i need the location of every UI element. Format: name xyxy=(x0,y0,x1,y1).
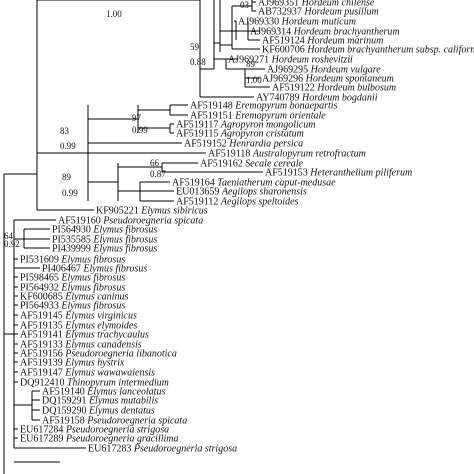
taxon-label: PI531609 Elymus fibrosus xyxy=(20,255,125,266)
taxon-label: PI564932 Elymus fibrosus xyxy=(20,283,125,294)
taxon-label: AF519135 Elymus elymoides xyxy=(20,321,137,332)
posterior-probability: 0.87 xyxy=(150,169,166,179)
taxon-label: AJ969330 Hordeum muticum xyxy=(238,17,356,28)
taxon-label: AJ969296 Hordeum spontaneum xyxy=(262,74,394,85)
taxon-label: AF519147 Elymus wawawaiensis xyxy=(20,368,155,379)
taxon-label: AF519133 Elymus canadensis xyxy=(20,340,142,351)
taxon-label: AF519156 Pseudoroegneria libanotica xyxy=(20,349,177,360)
taxon-label: AF519148 Eremopyrum bonaepartis xyxy=(190,101,338,112)
taxon-label: PI535585 Elymus fibrosus xyxy=(52,235,157,246)
taxon-label: PI439999 Elymus fibrosus xyxy=(52,244,157,255)
taxon-label: AJ969295 Hordeum vulgare xyxy=(267,65,381,76)
taxon-label: KF600685 Elymus caninus xyxy=(20,292,128,303)
taxon-label: AF519117 Agropyron mongolicum xyxy=(176,120,315,131)
taxon-label: AY740789 Hordeum bogdanii xyxy=(256,93,378,104)
taxon-label: KF905221 Elymus sibiricus xyxy=(96,206,208,217)
tree-branches xyxy=(3,0,270,474)
taxon-label: EU617284 Pseudoroegneria strigosa xyxy=(20,425,169,436)
taxon-label: KF600706 Hordeum brachyantherum subsp. c… xyxy=(262,45,474,56)
taxon-label: AF519122 Hordeum bulbosum xyxy=(272,83,396,94)
taxon-label: AF519153 Heteranthelium piliferum xyxy=(265,168,412,179)
taxon-label: AF519145 Elymus virginicus xyxy=(20,311,137,322)
taxon-label: AF519160 Pseudoroegneria spicata xyxy=(58,216,203,227)
taxon-label: AF519124 Hordeum marinum xyxy=(262,36,383,47)
bootstrap-value: 59 xyxy=(190,42,200,52)
bootstrap-value: 83 xyxy=(60,126,70,136)
taxon-label: PI406467 Elymus fibrosus xyxy=(42,264,147,275)
bootstrap-value: 89 xyxy=(62,172,72,182)
taxon-label: EU013659 Aegilops sharonensis xyxy=(176,187,307,198)
taxon-label: AF519118 Australopyrum retrofractum xyxy=(208,149,366,160)
posterior-probability: 1.00 xyxy=(246,75,262,85)
taxon-label: AF519112 Aegilops speltoides xyxy=(176,197,299,208)
taxon-label: AF519164 Taeniatherum caput-medusae xyxy=(172,178,336,189)
taxon-label: AF519158 Pseudoroegneria spicata xyxy=(42,416,187,427)
taxon-label: AF519152 Henrardia persica xyxy=(184,139,303,150)
taxon-label: AF519139 Elymus hystrix xyxy=(20,358,125,369)
bootstrap-value: 66 xyxy=(150,158,160,168)
taxon-label: AJ969351 Hordeum chilense xyxy=(258,0,375,9)
taxon-label: EU617283 Pseudoroegneria strigosa xyxy=(88,444,237,455)
taxon-label: PI564930 Elymus fibrosus xyxy=(52,225,157,236)
taxon-label: DQ159291 Elymus mutabilis xyxy=(42,396,158,407)
taxon-label: AF519151 Eremopyrum orientale xyxy=(190,111,326,122)
tree-support-values: 1.00 59 0.88 89 1.00 97 0.99 83 0.99 660.87 89 0.99… xyxy=(4,0,262,249)
taxon-label: AJ969271 Hordeum roshevitzii xyxy=(228,55,353,66)
posterior-probability: 0.99 xyxy=(132,125,148,135)
taxon-label: DQ159290 Elymus dentatus xyxy=(42,406,155,417)
taxon-label: PI598465 Elymus fibrosus xyxy=(20,273,125,284)
taxon-label: EU617289 Pseudoroegneria gracillima xyxy=(20,434,179,445)
taxon-label: PI564933 Elymus fibrosus xyxy=(20,301,125,312)
taxon-label: AB732937 Hordeum pusillum xyxy=(258,7,379,18)
posterior-probability: 0.92 xyxy=(4,239,20,249)
partial-support-label: 03 xyxy=(240,0,250,10)
bootstrap-value: 64 xyxy=(4,231,14,241)
posterior-probability: 0.99 xyxy=(60,141,76,151)
taxon-label: DQ912410 Thinopyrum intermedium xyxy=(20,378,169,389)
taxon-label: AF519115 Agropyron cristatum xyxy=(176,129,304,140)
posterior-probability: 1.00 xyxy=(106,9,122,19)
posterior-probability: 0.99 xyxy=(62,188,78,198)
taxon-label: AF519141 Elymus trachycaulus xyxy=(20,330,149,341)
taxon-label: AF519162 Secale cereale xyxy=(200,159,304,170)
bootstrap-value: 89 xyxy=(246,59,256,69)
taxon-label: AF519140 Elymus lanceolatus xyxy=(42,387,165,398)
bootstrap-value: 97 xyxy=(132,113,142,123)
taxon-label: AJ969314 Hordeum brachyantherum xyxy=(250,27,400,38)
posterior-probability: 0.88 xyxy=(190,57,206,67)
